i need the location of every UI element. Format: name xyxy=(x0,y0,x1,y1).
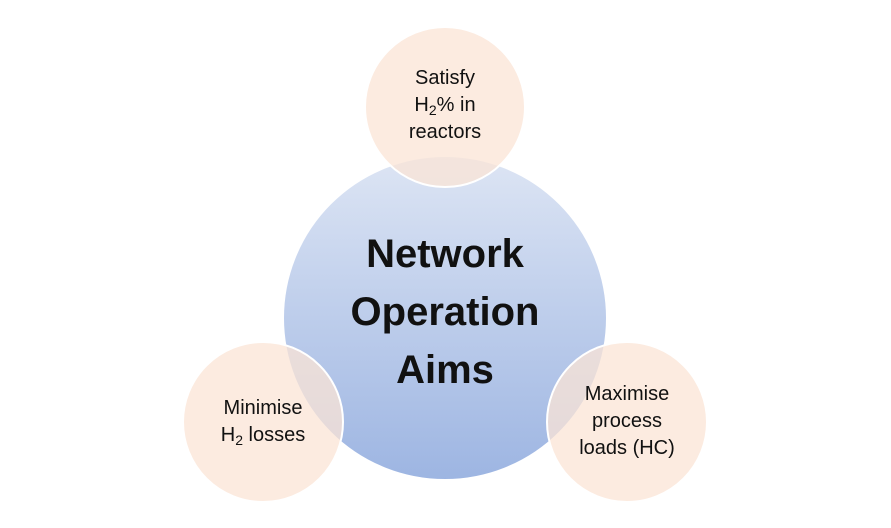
top-aim-line-3: reactors xyxy=(408,120,482,143)
left-aim-subscript: 2 xyxy=(235,432,243,448)
left-aim-line-1: Minimise xyxy=(223,397,303,419)
top-aim-percent: % in xyxy=(436,93,476,116)
right-aim-line-1: Maximise xyxy=(584,382,670,405)
left-aim-line-2: H2 losses xyxy=(221,422,306,449)
right-aim-circle xyxy=(546,341,708,503)
center-title-line-2: Operation xyxy=(350,290,540,334)
left-aim-label: Minimise H2 losses xyxy=(184,382,342,462)
top-aim-h: H xyxy=(414,93,429,116)
center-title: Network Operation Aims xyxy=(305,222,585,402)
top-aim-label: Satisfy H2% in reactors xyxy=(366,52,524,158)
right-aim-line-3: loads (HC) xyxy=(579,436,675,459)
left-aim-circle xyxy=(182,341,344,503)
right-aim-label: Maximise process loads (HC) xyxy=(548,368,706,474)
top-aim-line-2: H2% in xyxy=(414,92,475,119)
top-aim-line-1: Satisfy xyxy=(414,66,476,89)
top-aim-circle xyxy=(364,26,526,188)
left-aim-h: H xyxy=(220,424,236,446)
top-aim-subscript: 2 xyxy=(428,101,437,118)
center-title-line-3: Aims xyxy=(396,348,494,392)
right-aim-line-2: process xyxy=(591,409,663,432)
center-title-line-1: Network xyxy=(366,232,524,276)
left-aim-losses: losses xyxy=(243,424,306,446)
